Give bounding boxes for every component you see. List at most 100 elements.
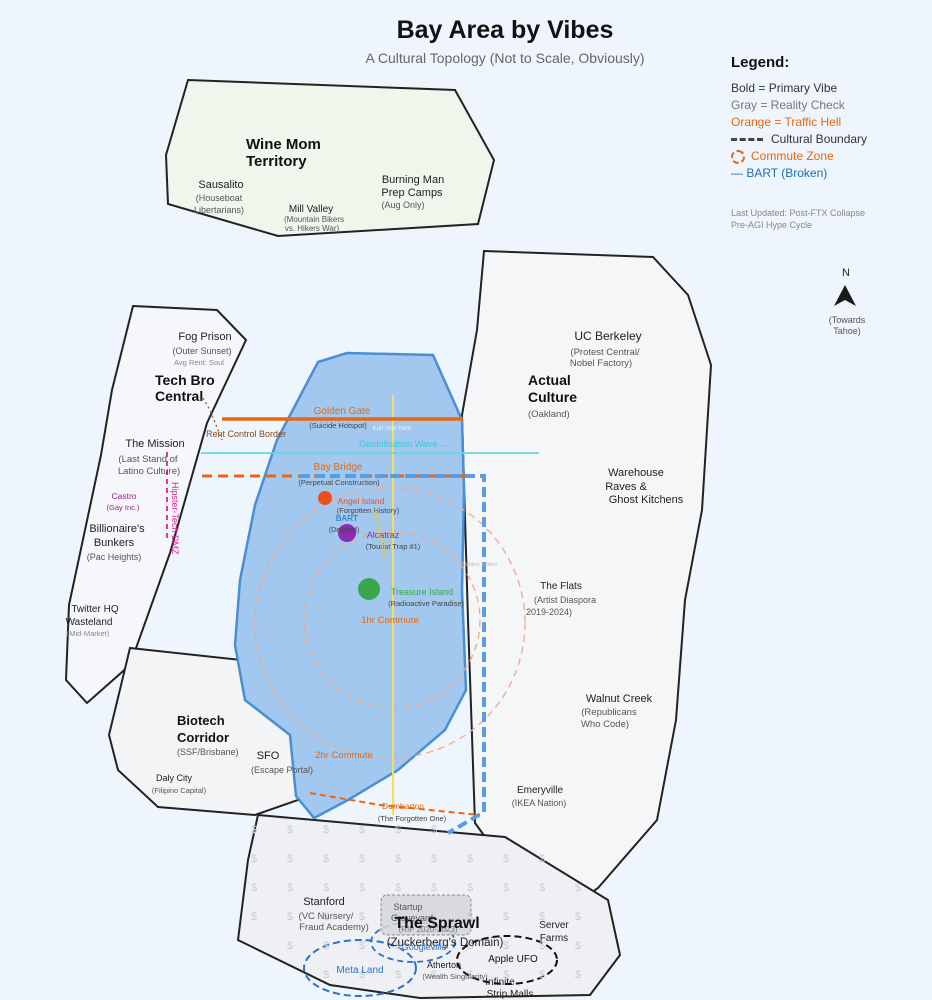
dollar-icon: $ [359, 940, 365, 952]
dollar-icon: $ [431, 940, 437, 952]
dollar-icon: $ [503, 940, 509, 952]
dollar-icon: $ [575, 882, 581, 894]
dollar-icon: $ [431, 969, 437, 981]
warehouse-2: Raves & [605, 481, 647, 493]
burning-man-1: Burning Man [382, 174, 444, 186]
last-updated-1: Last Updated: Post-FTX Collapse [731, 208, 866, 218]
castro-label: Castro [111, 491, 136, 501]
stanford-note-2: Fraud Academy) [299, 922, 369, 933]
dollar-icon: $ [467, 882, 473, 894]
berkeley-note-1: (Protest Central/ [570, 347, 640, 358]
walnut-label: Walnut Creek [586, 693, 653, 705]
walnut-note-2: Who Code) [581, 719, 629, 730]
dollar-icon: $ [467, 969, 473, 981]
region-wine-mom [164, 78, 496, 238]
treasure-note: (Radioactive Paradise) [388, 599, 464, 608]
dollar-icon: $ [431, 882, 437, 894]
dollar-icon: $ [395, 853, 401, 865]
sausalito-note-2: Libertarians) [194, 205, 244, 215]
dollar-icon: $ [395, 911, 401, 923]
googleville-label: Googleville [402, 942, 447, 952]
last-updated: Last Updated: Post-FTX Collapse Pre-AGI … [731, 207, 865, 231]
stanford-note-1: (VC Nursery/ [299, 911, 354, 922]
dollar-icon: $ [539, 911, 545, 923]
fog-prison-rent: Avg Rent: Soul [174, 358, 224, 367]
emeryville-label: Emeryville [517, 785, 564, 796]
dollar-icon: $ [287, 911, 293, 923]
mission-note-2: Latino Culture) [118, 466, 180, 477]
bart-route [300, 474, 486, 835]
treasure-label: Treasure Island [391, 587, 453, 597]
legend: Legend: Bold = Primary Vibe Gray = Reali… [731, 54, 931, 182]
dollar-icon: $ [287, 940, 293, 952]
tech-title-2: Central [155, 388, 203, 404]
dollar-pattern: $$$$$$$$$$$$$$$$$$$$$$$$$$$$$$$$$$$$$$$$… [251, 824, 581, 981]
alcatraz-label: Alcatraz [367, 530, 400, 540]
dollar-icon: $ [251, 853, 257, 865]
sfo-note: (Escape Portal) [251, 765, 313, 775]
commute-1hr-label: 1hr Commute [361, 615, 419, 626]
biotech-title-2: Corridor [177, 730, 229, 745]
dollar-icon: $ [359, 824, 365, 836]
east-title-note: (Oakland) [528, 409, 570, 420]
daly-label: Daly City [156, 773, 193, 783]
mill-valley-label: Mill Valley [289, 204, 333, 215]
dollar-icon: $ [251, 824, 257, 836]
flats-note-1: (Artist Diaspora [534, 595, 596, 605]
biotech-note: (SSF/Brisbane) [177, 747, 239, 757]
sfo-label: SFO [257, 750, 280, 762]
angel-island-marker [318, 491, 332, 505]
mission-note-1: (Last Stand of [118, 454, 178, 465]
sausalito-label: Sausalito [198, 179, 243, 191]
server-label-2: Farms [540, 933, 568, 944]
dumbarton-line [309, 792, 481, 816]
legend-bold: Bold = Primary Vibe [731, 81, 838, 95]
dashed-circle-icon [731, 149, 745, 164]
dollar-icon: $ [359, 882, 365, 894]
bay-bridge-note: (Perpetual Construction) [298, 478, 380, 487]
startup-note: (RIP 2020-2023) [399, 925, 458, 934]
dollar-icon: $ [431, 824, 437, 836]
golden-gate-note: (Suicide Hotspot) [309, 421, 367, 430]
dollar-icon: $ [323, 940, 329, 952]
dumbarton-note: (The Forgotten One) [378, 814, 447, 823]
sprawl-title: The Sprawl [394, 915, 479, 932]
meta-label: Meta Land [336, 965, 383, 976]
dollar-icon: $ [539, 940, 545, 952]
burning-man-2: Prep Camps [381, 187, 443, 199]
dollar-icon: $ [503, 911, 509, 923]
walnut-note-1: (Republicans [581, 707, 637, 718]
legend-heading: Legend: [731, 54, 790, 71]
bart-note: (Delayed) [329, 527, 359, 534]
dollar-icon: $ [395, 824, 401, 836]
warehouse-3: Ghost Kitchens [609, 494, 684, 506]
apple-label: Apple UFO [488, 954, 538, 965]
bunkers-label-1: Billionaire's [89, 523, 145, 535]
legend-boundary-row: Cultural Boundary [731, 131, 931, 148]
fog-prison-note: (Outer Sunset) [172, 346, 231, 356]
twitter-label-1: Twitter HQ [71, 604, 118, 615]
towards-2: Tahoe) [833, 326, 861, 336]
dollar-icon: $ [395, 940, 401, 952]
wine-title-2: Territory [246, 153, 307, 170]
dollar-icon: $ [359, 911, 365, 923]
golden-gate-label: Golden Gate [314, 406, 371, 417]
rent-border-label: Rent Control Border [206, 429, 286, 439]
legend-commute-row: Commute Zone [731, 148, 931, 165]
towards-1: (Towards [828, 315, 866, 325]
rip-twitter-label: RIP Warm Twitter [455, 562, 498, 568]
atherton-label: Atherton [427, 960, 461, 970]
berkeley-note-2: Nobel Factory) [570, 358, 632, 369]
dollar-icon: $ [467, 911, 473, 923]
apple-ufo-zone [456, 935, 558, 985]
legend-bart: — BART (Broken) [731, 166, 828, 180]
angel-label: Angel Island [338, 496, 385, 506]
dollar-icon: $ [503, 882, 509, 894]
dollar-icon: $ [575, 940, 581, 952]
commute-2hr-label: 2hr Commute [315, 750, 373, 761]
rent-control-border [202, 397, 223, 441]
dollar-icon: $ [467, 853, 473, 865]
dollar-icon: $ [539, 853, 545, 865]
server-label-1: Server [539, 920, 569, 931]
